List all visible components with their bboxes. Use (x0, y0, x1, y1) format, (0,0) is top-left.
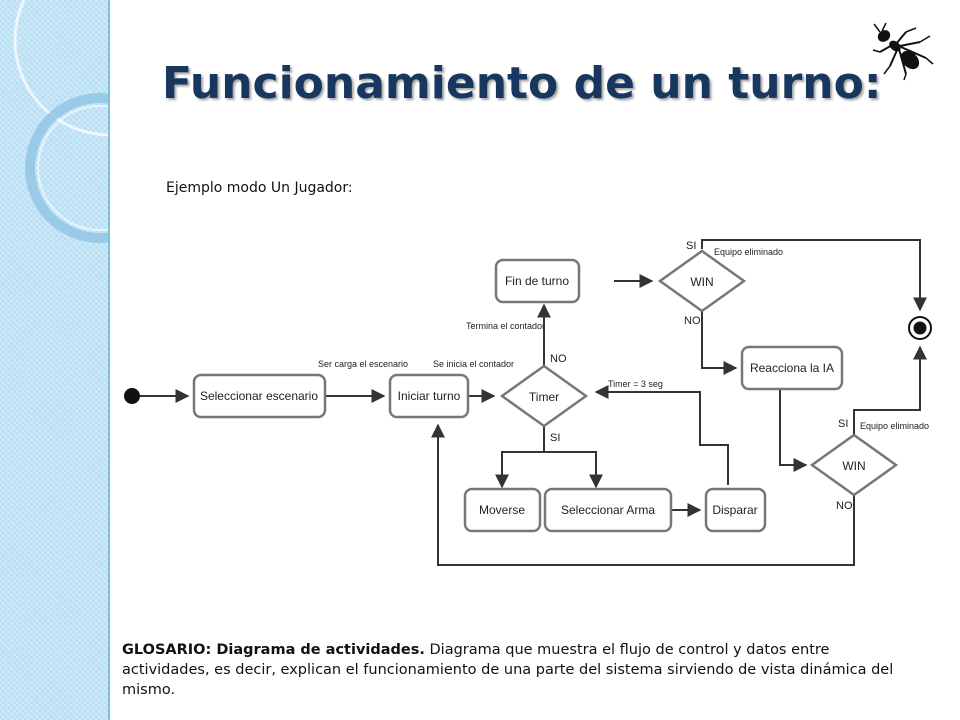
node-label: Iniciar turno (398, 389, 461, 403)
slide-title: Funcionamiento de un turno: (162, 58, 882, 109)
node-label: Seleccionar Arma (561, 503, 655, 517)
node-label: WIN (690, 275, 713, 289)
node-label: Reacciona la IA (750, 361, 834, 375)
decision-win-bottom: WIN (809, 433, 899, 497)
node-label: WIN (842, 459, 865, 473)
edge-win-to-end (701, 239, 927, 312)
decorative-sidebar (0, 0, 108, 720)
edge-win-to-ia (701, 311, 738, 375)
guard-si-win-top: SI (686, 240, 696, 252)
edge-ia-to-win2 (779, 389, 808, 472)
node-fin-de-turno: Fin de turno (494, 258, 581, 304)
initial-node (124, 388, 140, 404)
guard-no-timer: NO (550, 353, 567, 365)
flow-edges (138, 239, 927, 566)
edge-label-ser-carga: Ser carga el escenario (318, 359, 408, 369)
circle-decoration (13, 0, 108, 243)
glossary-text: Diagrama que muestra el flujo de control… (122, 642, 894, 698)
guard-si-timer: SI (550, 432, 560, 444)
guard-no-win-top: NO (684, 315, 701, 327)
edge-label-equipo-eliminado-bottom: Equipo eliminado (860, 421, 929, 431)
node-moverse: Moverse (463, 487, 542, 533)
edge-label-se-inicia: Se inicia el contador (433, 359, 514, 369)
node-label: Moverse (479, 503, 525, 517)
edge-label-termina-contador: Termina el contador (466, 321, 545, 331)
glossary-term: GLOSARIO: Diagrama de actividades. (122, 642, 425, 658)
decision-win-top: WIN (657, 249, 747, 313)
edge-timer-to-arma (544, 451, 603, 489)
edge-disparar-to-timer (594, 385, 729, 485)
node-label: Disparar (712, 503, 757, 517)
decision-timer: Timer (499, 364, 589, 428)
final-node (908, 316, 932, 340)
edge-win2-to-end (853, 345, 927, 435)
glossary: GLOSARIO: Diagrama de actividades. Diagr… (122, 640, 912, 700)
node-seleccionar-arma: Seleccionar Arma (543, 487, 673, 533)
node-label: Seleccionar escenario (200, 389, 318, 403)
ant-icon (872, 22, 934, 81)
node-reacciona-ia: Reacciona la IA (740, 345, 844, 391)
sidebar-edge (108, 0, 110, 720)
node-label: Timer (529, 390, 559, 404)
guard-si-win-bottom: SI (838, 418, 848, 430)
activity-diagram: Seleccionar escenario Iniciar turno Fin … (124, 239, 932, 566)
subtitle: Ejemplo modo Un Jugador: (166, 180, 353, 196)
edge-win2-to-iniciar (431, 423, 855, 566)
node-seleccionar-escenario: Seleccionar escenario (192, 373, 327, 419)
edge-label-timer-eq: Timer = 3 seg (608, 379, 663, 389)
node-label: Fin de turno (505, 274, 569, 288)
guard-no-win-bottom: NO (836, 500, 853, 512)
node-iniciar-turno: Iniciar turno (388, 373, 470, 419)
edge-label-equipo-eliminado-top: Equipo eliminado (714, 247, 783, 257)
edge-timer-to-moverse (495, 426, 545, 489)
node-disparar: Disparar (704, 487, 767, 533)
